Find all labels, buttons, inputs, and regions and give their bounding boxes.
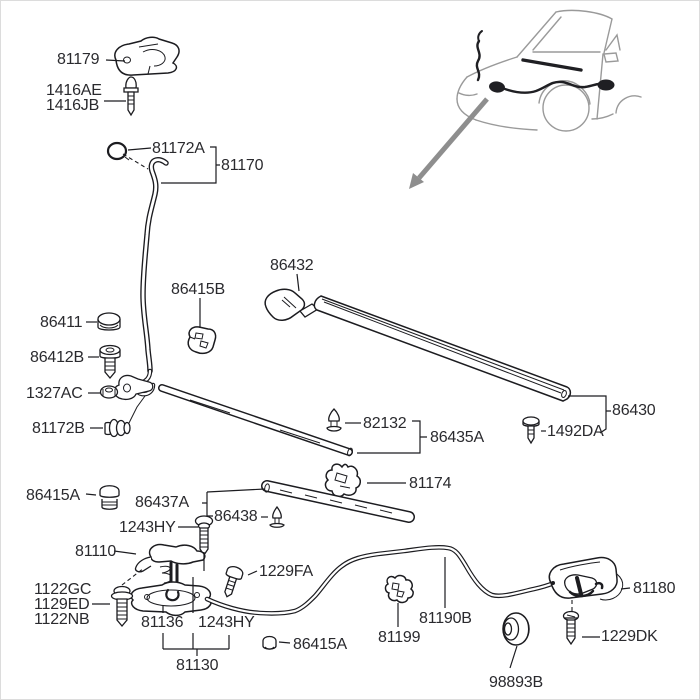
part-label-1416jb: 1416JB bbox=[46, 97, 100, 114]
leader-lines bbox=[85, 59, 631, 669]
part-label-86430: 86430 bbox=[612, 402, 656, 419]
part-label-1229fa: 1229FA bbox=[259, 563, 313, 580]
part-drawing-81174-clip bbox=[324, 463, 361, 498]
part-drawing-86430-strip bbox=[313, 295, 572, 402]
leader-86432 bbox=[296, 273, 300, 292]
part-drawing-86415a-bottom bbox=[262, 635, 277, 650]
part-drawing-rod-end-bracket bbox=[113, 374, 154, 401]
part-label-81130: 81130 bbox=[176, 657, 219, 674]
part-drawing-81110-latch bbox=[130, 543, 212, 617]
part-label-1122nb: 1122NB bbox=[34, 611, 90, 628]
bracket-86430 bbox=[568, 395, 611, 434]
part-drawing-86415a-left bbox=[99, 485, 120, 510]
part-drawing-86412b-bolt bbox=[99, 344, 121, 380]
part-drawing-81179 bbox=[114, 36, 180, 76]
part-label-86432: 86432 bbox=[270, 257, 314, 274]
part-drawing-1416-rivet bbox=[123, 76, 139, 117]
part-label-86437a: 86437A bbox=[135, 494, 189, 511]
part-label-86435a: 86435A bbox=[430, 429, 484, 446]
part-drawing-86435a-tube bbox=[162, 388, 353, 457]
part-drawing-1243hy-screw-top bbox=[194, 515, 214, 557]
part-label-81199: 81199 bbox=[378, 629, 421, 646]
part-label-81179: 81179 bbox=[57, 51, 100, 68]
part-drawing-81190b-cable bbox=[207, 547, 554, 613]
part-label-81190b: 81190B bbox=[419, 610, 472, 627]
part-label-1122gc: 1122GC bbox=[34, 581, 92, 598]
part-drawing-81170-rod bbox=[137, 160, 166, 394]
part-label-1229dk: 1229DK bbox=[601, 628, 658, 645]
part-drawing-1229fa-bolt bbox=[224, 565, 244, 598]
leader-latch-bolt-dashed bbox=[121, 567, 145, 586]
car-locator-illustration bbox=[456, 9, 642, 132]
part-label-81170: 81170 bbox=[221, 157, 264, 174]
part-drawing-82132-pin bbox=[326, 408, 342, 432]
part-label-86415b: 86415B bbox=[171, 281, 225, 298]
part-drawing-86437a-strip bbox=[264, 483, 409, 517]
part-label-81136: 81136 bbox=[141, 614, 184, 631]
part-drawing-98893b-grommet bbox=[502, 612, 530, 646]
part-drawing-1122-bolt bbox=[110, 585, 134, 628]
leader-81180 bbox=[620, 587, 631, 590]
bracket-81170 bbox=[161, 146, 220, 184]
part-label-1243hy-top: 1243HY bbox=[119, 519, 176, 536]
highlighted-hood-parts bbox=[475, 30, 615, 94]
part-label-81172b: 81172B bbox=[32, 420, 85, 437]
part-label-81180: 81180 bbox=[633, 580, 676, 597]
leader-81172a bbox=[127, 147, 152, 151]
part-drawing-81180-handle bbox=[548, 556, 624, 601]
part-label-1416ae: 1416AE bbox=[46, 82, 102, 99]
part-label-82132: 82132 bbox=[363, 415, 407, 432]
leader-rod-bracket bbox=[128, 395, 146, 424]
part-label-81174: 81174 bbox=[409, 475, 452, 492]
part-drawing-81199-clip bbox=[384, 574, 414, 604]
part-label-86415a-left: 86415A bbox=[26, 487, 80, 504]
part-drawing-1327ac-nut bbox=[99, 385, 119, 399]
part-label-81110: 81110 bbox=[75, 543, 117, 560]
part-label-86415a-bottom: 86415A bbox=[293, 636, 347, 653]
leader-98893b bbox=[509, 645, 518, 669]
leader-81110 bbox=[113, 550, 137, 555]
part-drawing-81172b-grommet bbox=[104, 418, 131, 438]
part-drawing-81172a-ring bbox=[106, 141, 130, 161]
bracket-86435a bbox=[357, 420, 427, 454]
part-drawing-1492da-screw bbox=[522, 416, 540, 445]
part-label-1492da: 1492DA bbox=[547, 423, 604, 440]
part-label-86412b: 86412B bbox=[30, 349, 84, 366]
part-drawing-86432-end-piece bbox=[264, 288, 320, 321]
part-drawing-86411-cap bbox=[97, 312, 121, 331]
part-drawing-86438-pin bbox=[269, 505, 285, 528]
leader-86415a-left bbox=[85, 493, 97, 496]
leader-81172a-dashed bbox=[122, 153, 149, 170]
part-drawing-1229dk-screw bbox=[562, 610, 580, 646]
part-label-1243hy-bottom: 1243HY bbox=[198, 614, 255, 631]
leader-1229fa bbox=[247, 570, 258, 576]
part-label-86438: 86438 bbox=[214, 508, 258, 525]
part-drawing-86415b-clip bbox=[187, 326, 217, 355]
part-label-1129ed: 1129ED bbox=[34, 596, 90, 613]
leader-81179 bbox=[105, 59, 126, 62]
bracket-86437a bbox=[202, 488, 266, 517]
part-label-86411: 86411 bbox=[40, 314, 83, 331]
locator-arrow-icon bbox=[409, 97, 489, 189]
leader-86415a-bottom bbox=[278, 641, 291, 644]
part-label-81172a: 81172A bbox=[152, 140, 205, 157]
part-label-1327ac: 1327AC bbox=[26, 385, 83, 402]
bracket-81130 bbox=[162, 552, 230, 656]
part-label-98893b: 98893B bbox=[489, 674, 543, 691]
